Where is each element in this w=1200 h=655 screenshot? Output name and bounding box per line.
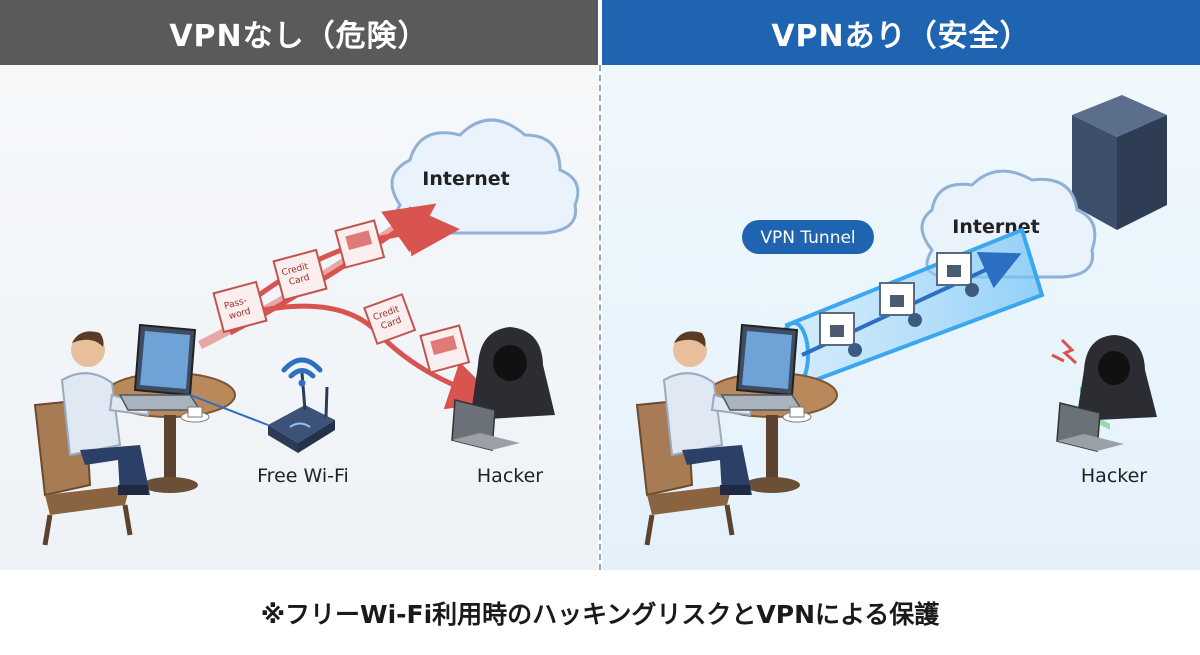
panel-title-without-vpn: VPNなし（危険） — [0, 0, 598, 65]
scene-without-vpn: Internet Pass- word Credit Card — [33, 118, 580, 546]
envelope-password-icon: Pass- word — [212, 280, 268, 334]
internet-cloud-icon — [920, 169, 1097, 279]
free-wifi-label: Free Wi-Fi — [257, 465, 349, 487]
alert-icon — [1051, 338, 1078, 365]
hacker-label: Hacker — [477, 465, 543, 487]
hacker-icon — [470, 327, 555, 420]
panel-with-vpn: VPNあり（安全） Internet — [602, 0, 1200, 570]
user-person-icon — [60, 331, 152, 495]
internet-cloud-icon — [390, 118, 580, 235]
envelope-stolen-card-icon — [419, 324, 471, 374]
hacker-laptop-icon — [1056, 402, 1124, 452]
router-icon — [268, 372, 335, 453]
locked-envelope-icon — [879, 282, 922, 327]
footer-caption: ※フリーWi-Fi利用時のハッキングリスクとVPNによる保護 — [260, 599, 940, 629]
wifi-signal-icon — [281, 357, 323, 387]
laptop-icon — [720, 323, 804, 411]
user-person-icon — [662, 331, 754, 495]
internet-label: Internet — [422, 168, 509, 190]
server-icon — [1072, 95, 1167, 430]
hacker-icon — [1076, 335, 1157, 421]
scene-with-vpn: Internet VPN Tunnel — [635, 95, 1167, 546]
envelope-stolen-credit-icon: Credit Card — [363, 293, 417, 346]
vpn-tunnel-badge — [742, 220, 874, 254]
internet-label: Internet — [952, 216, 1039, 238]
hacker-label: Hacker — [1081, 465, 1147, 487]
envelope-credit-card-icon: Credit Card — [272, 248, 328, 302]
coffee-cup-icon — [782, 406, 812, 423]
panel-without-vpn: VPNなし（危険） Internet Pass- word — [0, 0, 598, 570]
vpn-tunnel-label: VPN Tunnel — [760, 228, 855, 248]
laptop-icon — [118, 323, 202, 411]
hacker-laptop-icon — [451, 399, 520, 451]
locked-envelope-icon — [819, 312, 862, 357]
panel-title-with-vpn: VPNあり（安全） — [602, 0, 1200, 65]
locked-envelope-icon — [936, 252, 979, 297]
envelope-card-icon — [334, 219, 386, 269]
coffee-cup-icon — [180, 406, 210, 423]
panel-divider — [599, 65, 601, 570]
